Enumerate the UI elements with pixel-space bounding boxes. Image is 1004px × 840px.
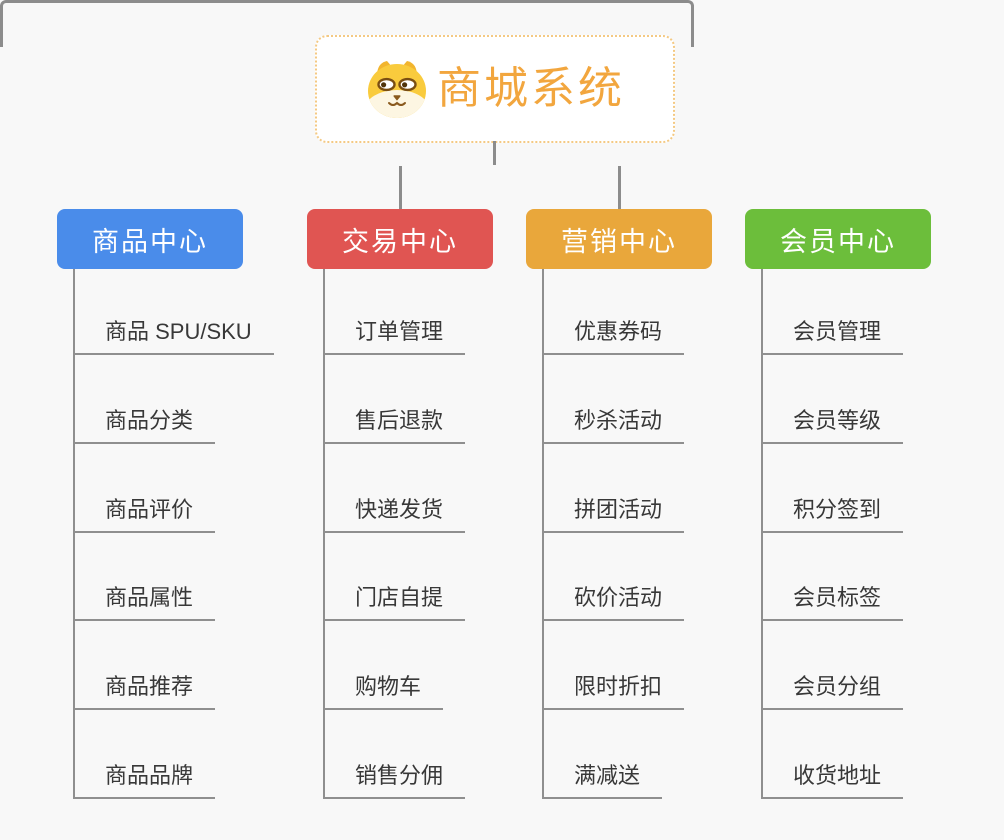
tree-item-label[interactable]: 门店自提 xyxy=(323,580,466,622)
tree-item-label[interactable]: 商品推荐 xyxy=(73,669,216,711)
tree-item: 购物车 xyxy=(323,621,465,711)
tree-item-label[interactable]: 会员等级 xyxy=(761,403,904,444)
tree-item: 积分签到 xyxy=(761,444,904,533)
root-node[interactable]: 商城系统 xyxy=(315,35,675,143)
tree-item: 满减送 xyxy=(542,710,684,799)
tree-item-label[interactable]: 秒杀活动 xyxy=(542,403,685,444)
branch-header-product-center[interactable]: 商品中心 xyxy=(57,209,243,269)
branch-label: 会员中心 xyxy=(780,226,896,257)
branch-label: 商品中心 xyxy=(92,226,208,257)
connector-stub-trade xyxy=(399,166,402,210)
tree-item-label[interactable]: 销售分佣 xyxy=(323,758,466,799)
tree-item: 收货地址 xyxy=(761,710,904,799)
tree-item-label[interactable]: 售后退款 xyxy=(323,403,466,444)
tree-item-label[interactable]: 商品评价 xyxy=(73,492,216,533)
tree-item-label[interactable]: 优惠券码 xyxy=(542,314,685,355)
tree-item: 会员分组 xyxy=(761,621,904,711)
tree-item: 砍价活动 xyxy=(542,533,685,622)
tree-item-label[interactable]: 商品品牌 xyxy=(73,758,216,799)
branch-label: 营销中心 xyxy=(561,226,677,257)
branch-items: 优惠券码 秒杀活动 拼团活动 砍价活动 限时折扣 满减送 xyxy=(542,269,685,799)
branch-spine-line xyxy=(73,269,75,799)
connector-root-stub xyxy=(493,141,496,165)
tree-item-label[interactable]: 商品属性 xyxy=(73,580,216,622)
connector-bus-line xyxy=(0,0,694,47)
tree-item-label[interactable]: 砍价活动 xyxy=(542,580,685,622)
tree-item: 拼团活动 xyxy=(542,444,685,533)
tree-item: 商品推荐 xyxy=(73,621,274,711)
root-title: 商城系统 xyxy=(437,64,625,113)
tree-item-label[interactable]: 会员管理 xyxy=(761,314,904,355)
tree-item: 商品分类 xyxy=(73,355,274,444)
tree-item: 订单管理 xyxy=(323,269,466,355)
tree-item-label[interactable]: 购物车 xyxy=(323,669,444,711)
branch-trade-center: 交易中心 订单管理 售后退款 快递发货 门店自提 购物车 销售分佣 xyxy=(307,209,567,809)
tree-item: 会员标签 xyxy=(761,533,904,622)
branch-header-marketing-center[interactable]: 营销中心 xyxy=(526,209,712,269)
tree-item: 会员管理 xyxy=(761,269,904,355)
branch-items: 会员管理 会员等级 积分签到 会员标签 会员分组 收货地址 xyxy=(761,269,904,799)
tree-item-label[interactable]: 订单管理 xyxy=(323,314,466,355)
branch-items: 订单管理 售后退款 快递发货 门店自提 购物车 销售分佣 xyxy=(323,269,466,799)
tree-item: 商品 SPU/SKU xyxy=(73,269,274,355)
tree-item: 销售分佣 xyxy=(323,710,466,799)
branch-product-center: 商品中心 商品 SPU/SKU 商品分类 商品评价 商品属性 商品推荐 商品品牌 xyxy=(57,209,317,809)
tree-item-label[interactable]: 积分签到 xyxy=(761,492,904,533)
tree-item-label[interactable]: 拼团活动 xyxy=(542,492,685,533)
branch-header-trade-center[interactable]: 交易中心 xyxy=(307,209,493,269)
branch-marketing-center: 营销中心 优惠券码 秒杀活动 拼团活动 砍价活动 限时折扣 满减送 xyxy=(526,209,786,809)
branch-header-member-center[interactable]: 会员中心 xyxy=(745,209,931,269)
tree-item: 商品评价 xyxy=(73,444,274,533)
connector-stub-marketing xyxy=(618,166,621,210)
tree-item-label[interactable]: 收货地址 xyxy=(761,758,904,799)
branch-spine-line xyxy=(542,269,544,799)
branch-label: 交易中心 xyxy=(342,226,458,257)
tree-item: 商品属性 xyxy=(73,533,274,622)
tree-item: 会员等级 xyxy=(761,355,904,444)
tree-item: 限时折扣 xyxy=(542,621,685,711)
tree-item: 快递发货 xyxy=(323,444,466,533)
branch-member-center: 会员中心 会员管理 会员等级 积分签到 会员标签 会员分组 收货地址 xyxy=(745,209,1004,809)
branch-spine-line xyxy=(323,269,325,799)
tree-item-label[interactable]: 会员分组 xyxy=(761,669,904,711)
dog-face-icon xyxy=(365,59,429,119)
tree-item: 门店自提 xyxy=(323,533,466,622)
tree-item: 售后退款 xyxy=(323,355,466,444)
branch-items: 商品 SPU/SKU 商品分类 商品评价 商品属性 商品推荐 商品品牌 xyxy=(73,269,274,799)
tree-item-label[interactable]: 商品 SPU/SKU xyxy=(73,314,274,355)
tree-item: 秒杀活动 xyxy=(542,355,685,444)
tree-item-label[interactable]: 会员标签 xyxy=(761,580,904,622)
tree-item: 商品品牌 xyxy=(73,710,274,799)
tree-item-label[interactable]: 商品分类 xyxy=(73,403,216,444)
tree-item: 优惠券码 xyxy=(542,269,685,355)
tree-item-label[interactable]: 满减送 xyxy=(542,758,663,799)
tree-item-label[interactable]: 快递发货 xyxy=(323,492,466,533)
branch-spine-line xyxy=(761,269,763,799)
tree-item-label[interactable]: 限时折扣 xyxy=(542,669,685,711)
